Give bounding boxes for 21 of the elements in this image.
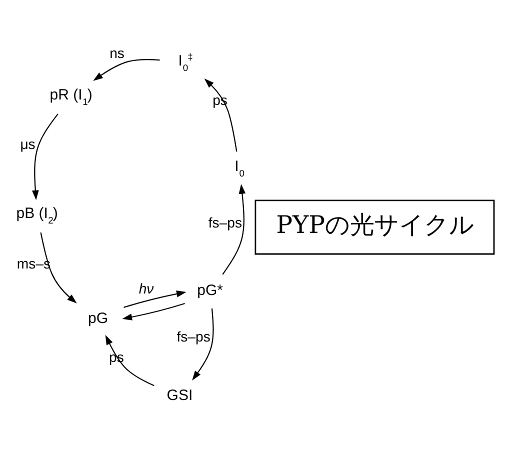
arrow — [40, 232, 77, 303]
arrow — [32, 113, 58, 200]
arrow — [122, 302, 185, 320]
edge-label: ns — [110, 44, 124, 60]
edge-label: fs–ps — [208, 214, 242, 230]
node-text: pG* — [197, 282, 223, 299]
arrow — [93, 58, 160, 80]
arrow — [204, 78, 238, 152]
node-text: pB (I$_{2}$) — [16, 204, 58, 226]
node-text: GSI — [166, 386, 193, 404]
arrow — [192, 308, 214, 380]
edge-label: hν — [138, 280, 154, 296]
node-box: PYPの光サイクル — [254, 199, 495, 254]
node-text: I$_{0}$ — [234, 158, 245, 178]
arrow — [105, 334, 154, 386]
arrow — [222, 184, 246, 274]
node-text: pG — [88, 310, 108, 327]
edge-label: fs–ps — [176, 328, 210, 344]
arrow — [124, 290, 186, 308]
edge-label: μs — [20, 136, 36, 152]
node-text: pR (I$_{1}$) — [50, 86, 92, 107]
